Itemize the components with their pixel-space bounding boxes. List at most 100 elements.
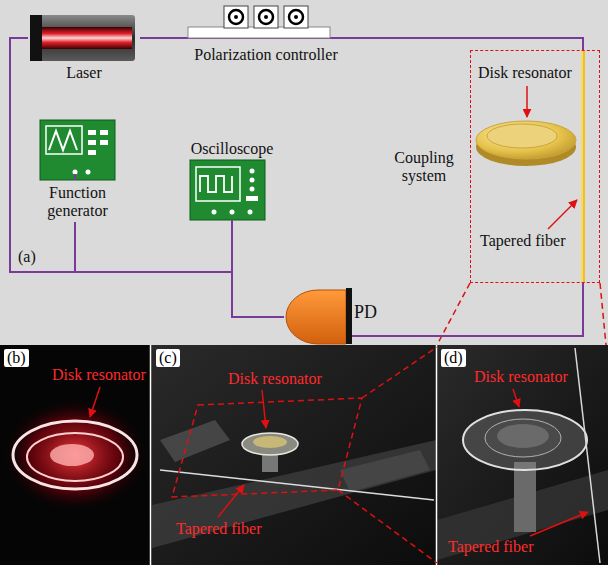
panel-letter: (d): [441, 349, 466, 367]
disk-edge: [13, 421, 137, 489]
polarization-controller: Polarization controller: [182, 6, 350, 66]
port: [230, 210, 235, 215]
disk-top: [487, 124, 557, 148]
paddle-box: [284, 6, 308, 28]
part-label: Tapered fiber: [448, 538, 534, 556]
part-label: Tapered fiber: [176, 520, 262, 538]
panel-letter: (b): [4, 349, 29, 367]
disk-center: [485, 419, 561, 457]
port: [248, 210, 253, 215]
stage-block: [340, 450, 430, 492]
disk-top: [497, 424, 549, 448]
part-label: Disk resonator: [228, 370, 322, 388]
photo-ground: [0, 345, 608, 565]
knob: [250, 178, 255, 183]
zoom-line: [362, 347, 437, 398]
light-spot: [50, 444, 94, 466]
paddle-box: [254, 6, 278, 28]
photo-panel: [0, 345, 150, 565]
generator-screen: [46, 126, 82, 154]
laser-cap: [30, 15, 42, 61]
triangle-wave: [49, 131, 77, 150]
tapered-fiber: [575, 348, 600, 563]
disk-stem: [514, 462, 536, 532]
port: [86, 170, 91, 175]
button: [88, 150, 96, 155]
node-label: Oscilloscope: [178, 140, 286, 158]
pointer-arrow: [218, 485, 244, 517]
paddle-dot: [234, 15, 238, 19]
photo-panel: [437, 345, 608, 565]
red-glow: [1, 397, 149, 513]
pointer-arrow: [513, 389, 519, 407]
laser-body: [30, 15, 135, 61]
button: [88, 130, 96, 135]
fiber-cable: [232, 220, 284, 317]
node-label: Polarization controller: [182, 46, 350, 64]
controller-plate: [188, 27, 330, 38]
paddle-dot: [264, 15, 268, 19]
paddle-ring: [289, 10, 303, 24]
part-label: Disk resonator: [52, 366, 146, 384]
panel-letter: (c): [156, 349, 180, 367]
button: [100, 140, 108, 145]
stage-block: [160, 420, 230, 462]
oscilloscope: Oscilloscope: [178, 140, 286, 220]
generator-case: [40, 120, 115, 180]
fiber-wire: [352, 335, 384, 337]
oscilloscope-screen: [196, 167, 240, 201]
node-label: Laser: [28, 64, 140, 82]
disk-edge: [27, 433, 123, 481]
part-label: Disk resonator: [478, 64, 572, 82]
photo-panel: [151, 345, 436, 565]
paddle-dot: [294, 15, 298, 19]
pointer-arrow: [262, 390, 266, 428]
fiber-cable: [140, 37, 182, 39]
square-wave: [200, 176, 232, 192]
port: [212, 210, 217, 215]
node-label: PD: [354, 302, 384, 322]
function-generator: Function generator: [34, 118, 121, 222]
part-label: Tapered fiber: [480, 232, 566, 250]
cable-stub: [74, 174, 76, 180]
fiber-cable: [384, 283, 583, 336]
paddle-box: [224, 6, 248, 28]
port: [73, 170, 78, 175]
region-heading: Coupling system: [383, 149, 465, 185]
fiber-cable: [350, 38, 583, 50]
oscilloscope-case: [190, 160, 265, 220]
tapered-fiber: [160, 470, 434, 500]
laser-beam: [42, 27, 132, 49]
zoom-line: [600, 283, 606, 345]
paddle-ring: [229, 10, 243, 24]
glass-slide: [152, 440, 436, 548]
photodetector: PD: [284, 288, 384, 344]
fiber-cable: [75, 220, 232, 272]
detector-window: [346, 288, 352, 344]
pointer-arrow: [90, 387, 100, 417]
panel-letter: (a): [18, 248, 36, 266]
disk-resonator: [242, 433, 298, 455]
zoom-line: [338, 490, 437, 563]
panel-ground: [0, 0, 608, 345]
button: [100, 130, 108, 135]
knob: [250, 169, 255, 174]
fiber-cable: [10, 38, 75, 272]
tapered-fiber: [581, 50, 585, 283]
part-label: Disk resonator: [474, 368, 568, 386]
photodetector: [286, 290, 346, 344]
panel-divider: [436, 345, 438, 565]
button: [88, 140, 96, 145]
pointer-arrow: [526, 86, 528, 117]
paddle-ring: [259, 10, 273, 24]
panel-divider: [150, 345, 152, 565]
knob: [250, 187, 255, 192]
button: [246, 196, 258, 201]
disk-top: [253, 436, 287, 448]
pointer-arrow: [530, 512, 588, 536]
fiber-highlight: [582, 50, 583, 283]
zoom-frame: [172, 398, 362, 497]
laser-unit: Laser: [28, 12, 140, 84]
